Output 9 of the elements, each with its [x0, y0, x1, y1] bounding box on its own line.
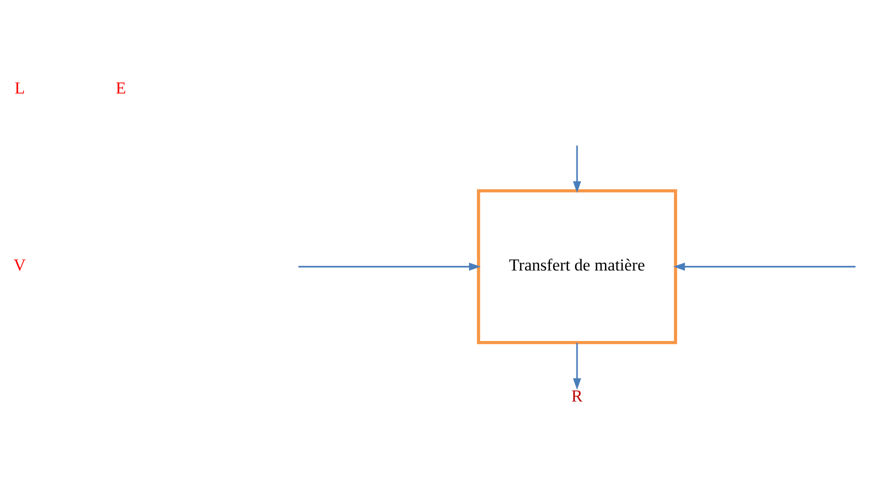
arrow [572, 145, 582, 192]
label: L [14, 78, 25, 98]
label: E [116, 78, 126, 98]
arrow [673, 262, 856, 270]
arrow [572, 342, 582, 390]
arrow [298, 262, 481, 270]
node-text: R [571, 386, 583, 405]
label: V [14, 255, 26, 274]
node-box: Transfert de matière [476, 188, 678, 344]
